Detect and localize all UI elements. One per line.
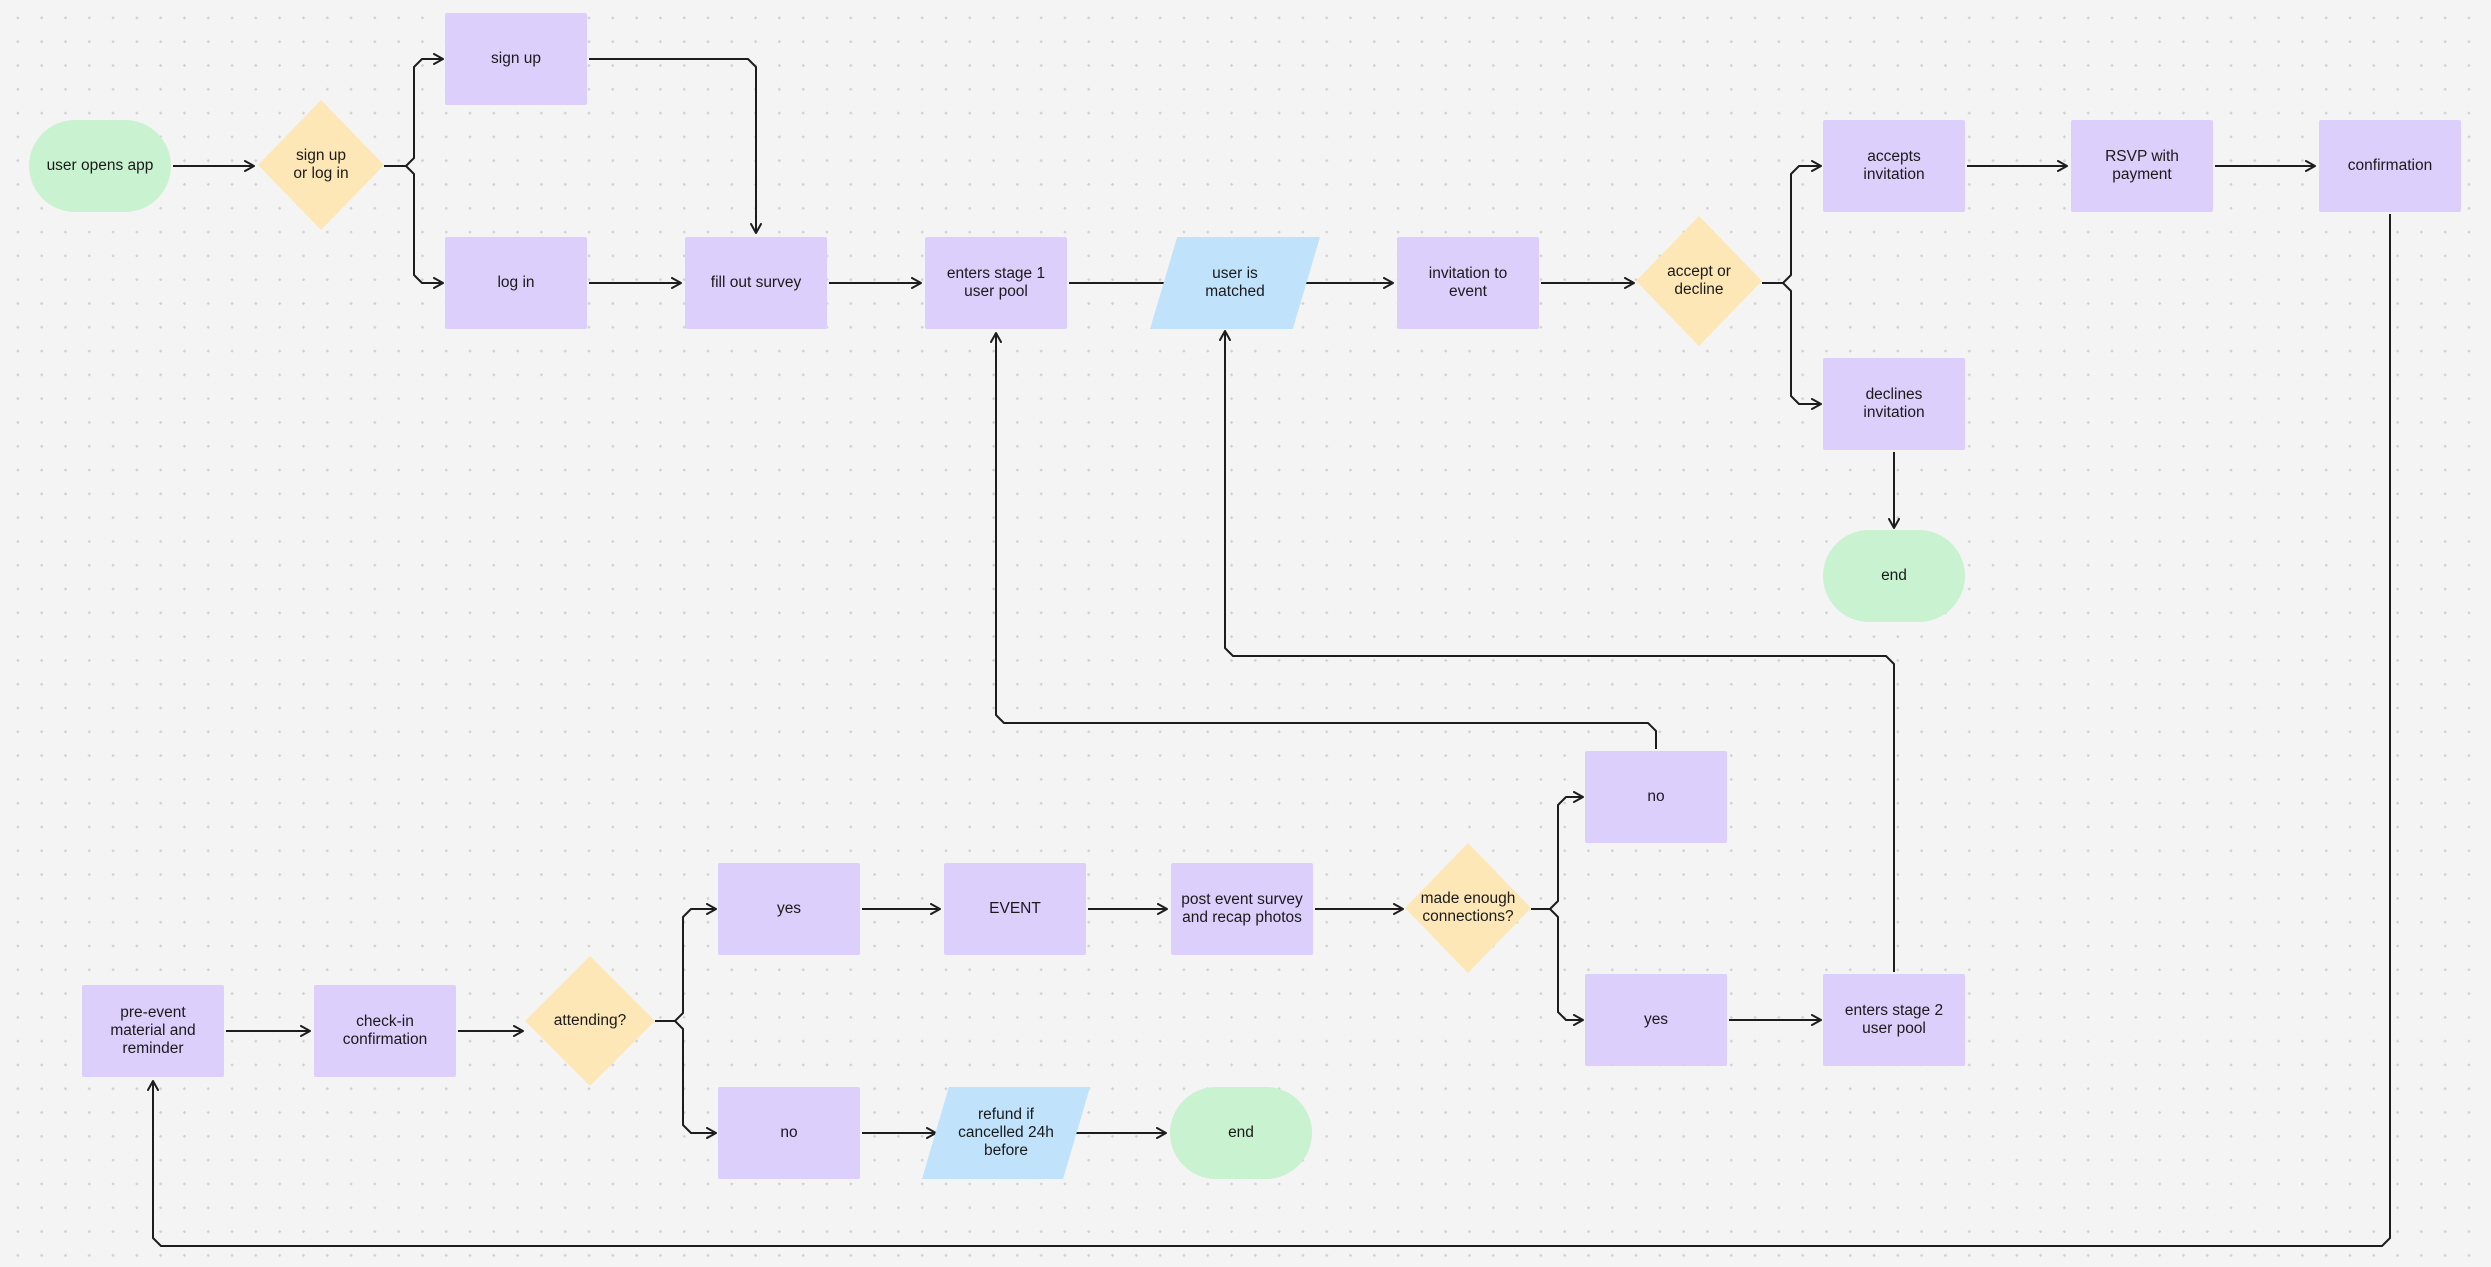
- node-sign-up-or-log-in[interactable]: sign up or log in: [258, 100, 384, 230]
- node-log-in[interactable]: log in: [445, 237, 587, 329]
- node-label: declines invitation: [1863, 386, 1925, 421]
- process-shape: [925, 237, 1067, 329]
- node-sign-up[interactable]: sign up: [445, 13, 587, 105]
- node-label: sign up: [491, 50, 541, 68]
- node-invitation-to-event[interactable]: invitation to event: [1397, 237, 1539, 329]
- node-rsvp-with-payment[interactable]: RSVP with payment: [2071, 120, 2213, 212]
- node-label: sign up or log in: [293, 147, 349, 182]
- node-label: enters stage 1 user pool: [946, 265, 1046, 300]
- node-post-event-survey[interactable]: post event survey and recap photos: [1171, 863, 1313, 955]
- node-label: accept or decline: [1667, 263, 1731, 298]
- node-no-attending[interactable]: no: [718, 1087, 860, 1179]
- node-label: log in: [497, 274, 535, 292]
- node-label: invitation to event: [1428, 265, 1508, 300]
- node-label: post event survey and recap photos: [1181, 891, 1303, 926]
- connector-enters-stage-2-to-user-is-matched: [1219, 330, 1895, 972]
- node-label: RSVP with payment: [2105, 148, 2179, 183]
- process-shape: [1823, 974, 1965, 1066]
- process-shape: [1823, 358, 1965, 450]
- node-label: attending?: [553, 1012, 627, 1030]
- node-user-opens-app[interactable]: user opens app: [29, 120, 171, 212]
- node-label: fill out survey: [710, 274, 802, 292]
- node-accepts-invitation[interactable]: accepts invitation: [1823, 120, 1965, 212]
- node-accept-or-decline[interactable]: accept or decline: [1636, 216, 1762, 346]
- connector-accept-or-decline-to-declines-invitation: [1762, 282, 1822, 410]
- node-label: confirmation: [2347, 157, 2433, 175]
- process-shape: [718, 1087, 860, 1179]
- process-shape: [1823, 120, 1965, 212]
- node-label: yes: [1643, 1011, 1669, 1029]
- node-yes-attending[interactable]: yes: [718, 863, 860, 955]
- node-label: enters stage 2 user pool: [1844, 1002, 1944, 1037]
- node-label: check-in confirmation: [342, 1013, 428, 1048]
- node-label: end: [1228, 1124, 1254, 1142]
- connector-made-enough-connections-to-yes-connections: [1531, 908, 1584, 1026]
- node-enters-stage-2[interactable]: enters stage 2 user pool: [1823, 974, 1965, 1066]
- node-label: end: [1881, 567, 1907, 585]
- terminal-shape: [1170, 1087, 1312, 1179]
- node-event[interactable]: EVENT: [944, 863, 1086, 955]
- data-shape: [922, 1087, 1090, 1179]
- node-confirmation[interactable]: confirmation: [2319, 120, 2461, 212]
- node-user-is-matched[interactable]: user is matched: [1150, 237, 1320, 329]
- node-label: made enough connections?: [1420, 890, 1516, 925]
- process-shape: [445, 237, 587, 329]
- process-shape: [944, 863, 1086, 955]
- connector-attending-to-no-attending: [655, 1020, 717, 1139]
- process-shape: [82, 985, 224, 1077]
- process-shape: [1585, 974, 1727, 1066]
- process-shape: [445, 13, 587, 105]
- node-enters-stage-1[interactable]: enters stage 1 user pool: [925, 237, 1067, 329]
- process-shape: [314, 985, 456, 1077]
- process-shape: [1585, 751, 1727, 843]
- node-label: EVENT: [989, 900, 1041, 918]
- connector-no-connections-to-enters-stage-1: [990, 332, 1657, 749]
- connector-sign-up-or-log-in-to-log-in: [384, 165, 444, 289]
- connector-confirmation-to-pre-event-material: [147, 214, 2391, 1247]
- data-shape: [1150, 237, 1320, 329]
- node-label: user opens app: [46, 157, 154, 175]
- node-no-connections[interactable]: no: [1585, 751, 1727, 843]
- node-label: accepts invitation: [1863, 148, 1925, 183]
- node-pre-event-material[interactable]: pre-event material and reminder: [82, 985, 224, 1077]
- node-label: user is matched: [1205, 265, 1265, 300]
- process-shape: [1171, 863, 1313, 955]
- node-attending[interactable]: attending?: [525, 956, 655, 1086]
- process-shape: [2319, 120, 2461, 212]
- node-end-top[interactable]: end: [1823, 530, 1965, 622]
- process-shape: [2071, 120, 2213, 212]
- node-end-bottom[interactable]: end: [1170, 1087, 1312, 1179]
- node-label: no: [1647, 788, 1665, 806]
- process-shape: [685, 237, 827, 329]
- node-declines-invitation[interactable]: declines invitation: [1823, 358, 1965, 450]
- process-shape: [718, 863, 860, 955]
- node-yes-connections[interactable]: yes: [1585, 974, 1727, 1066]
- node-label: yes: [776, 900, 802, 918]
- node-label: refund if cancelled 24h before: [958, 1106, 1054, 1159]
- node-label: pre-event material and reminder: [110, 1004, 196, 1057]
- node-check-in-confirmation[interactable]: check-in confirmation: [314, 985, 456, 1077]
- node-label: no: [780, 1124, 798, 1142]
- connector-sign-up-to-fill-out-survey: [589, 58, 762, 234]
- node-refund[interactable]: refund if cancelled 24h before: [922, 1087, 1090, 1179]
- node-made-enough-connections[interactable]: made enough connections?: [1405, 843, 1531, 973]
- terminal-shape: [29, 120, 171, 212]
- node-fill-out-survey[interactable]: fill out survey: [685, 237, 827, 329]
- process-shape: [1397, 237, 1539, 329]
- terminal-shape: [1823, 530, 1965, 622]
